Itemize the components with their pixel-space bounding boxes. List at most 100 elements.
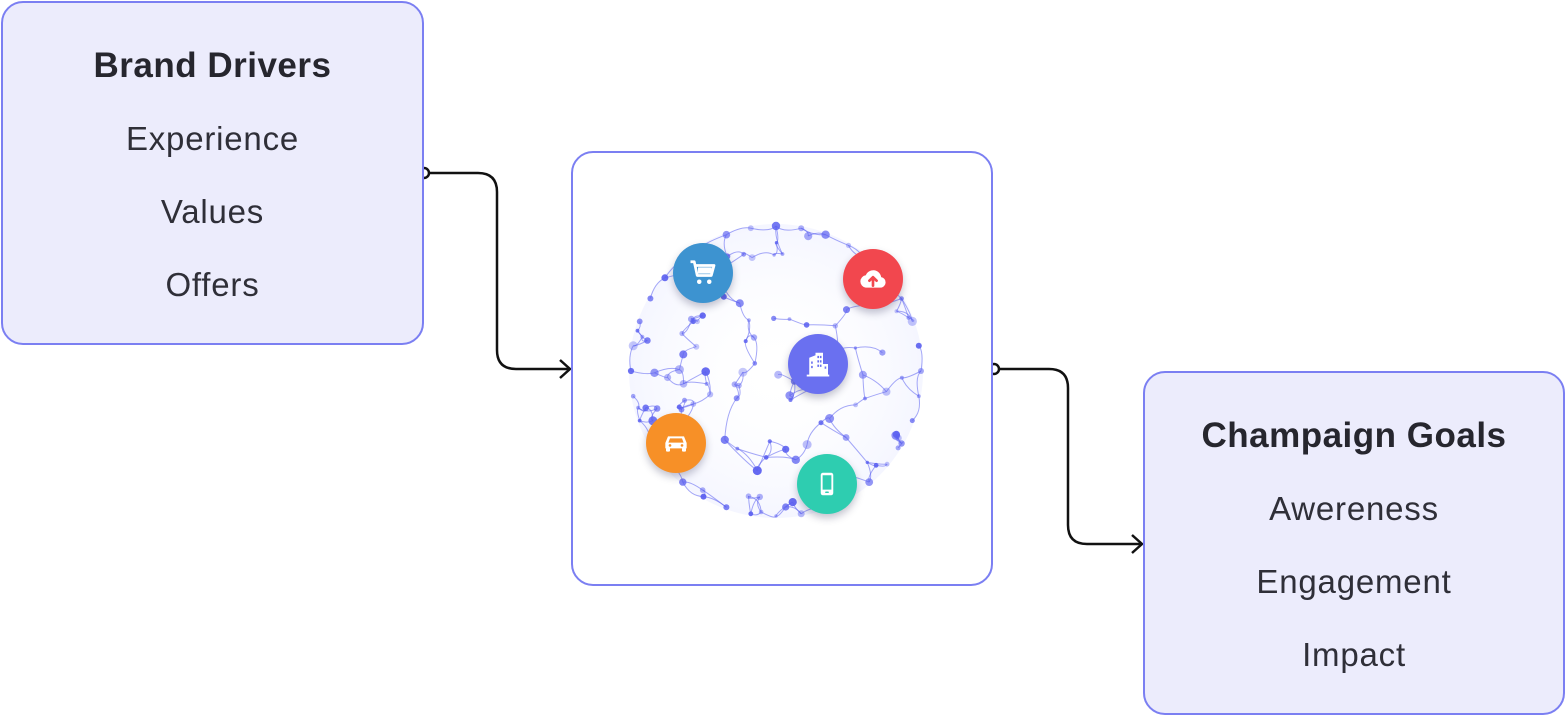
- network-node: [782, 445, 790, 453]
- arrowhead-center: [559, 359, 572, 379]
- network-node: [802, 440, 812, 450]
- network-node: [803, 322, 810, 328]
- network-node: [699, 312, 706, 319]
- network-node: [758, 509, 764, 515]
- network-node: [644, 337, 651, 344]
- network-node: [774, 370, 783, 379]
- brand-driver-item: Values: [160, 193, 265, 230]
- network-node: [707, 391, 714, 398]
- network-node: [627, 367, 635, 375]
- network-node: [636, 405, 641, 410]
- brand-drivers-box: Brand Drivers Experience Values Offers: [1, 1, 424, 345]
- network-node: [647, 295, 654, 302]
- network-link: [681, 333, 697, 348]
- network-node: [787, 317, 792, 321]
- network-node: [738, 367, 748, 377]
- network-node: [720, 435, 729, 444]
- network-node: [798, 225, 805, 232]
- network-node: [731, 381, 738, 388]
- network-node: [916, 394, 921, 399]
- network-link: [867, 461, 888, 465]
- network-node: [653, 405, 661, 412]
- network-node: [804, 232, 813, 241]
- campaign-goals-box: Champaign Goals Awereness Engagement Imp…: [1143, 371, 1565, 715]
- network-node: [882, 387, 891, 396]
- network-link: [806, 422, 822, 445]
- network-link: [760, 511, 777, 518]
- network-link: [667, 377, 684, 386]
- network-link: [679, 369, 685, 384]
- network-node: [895, 445, 901, 451]
- car-icon: [646, 413, 706, 473]
- network-node: [661, 274, 669, 282]
- network-node: [747, 225, 754, 232]
- network-node: [637, 418, 642, 423]
- network-node: [748, 511, 754, 517]
- connector-left-to-center: [424, 171, 569, 371]
- network-node: [906, 315, 911, 320]
- network-link: [683, 381, 707, 385]
- shopping-cart-icon: [673, 243, 733, 303]
- network-node: [853, 402, 858, 408]
- network-node: [752, 361, 758, 366]
- network-node: [679, 380, 688, 388]
- network-node: [693, 343, 700, 350]
- campaign-goals-title: Champaign Goals: [1201, 416, 1507, 455]
- network-node: [678, 406, 685, 413]
- network-node: [630, 393, 636, 399]
- network-node: [788, 498, 797, 507]
- network-link: [633, 336, 643, 347]
- network-node: [763, 455, 769, 460]
- campaign-goal-item: Impact: [1302, 636, 1406, 673]
- network-node: [771, 315, 777, 321]
- network-globe-box: [571, 151, 993, 586]
- network-node: [797, 510, 805, 518]
- network-node: [791, 455, 800, 464]
- network-node: [915, 342, 922, 349]
- network-node: [825, 414, 835, 423]
- network-node: [873, 462, 879, 468]
- network-node: [690, 401, 697, 407]
- network-node: [642, 404, 649, 412]
- network-node: [842, 434, 850, 441]
- network-node: [771, 221, 781, 231]
- network-node: [748, 254, 756, 261]
- network-node: [884, 461, 890, 467]
- network-node: [694, 318, 700, 325]
- network-link: [751, 252, 775, 259]
- network-link: [773, 242, 778, 256]
- network-node: [628, 341, 638, 351]
- network-node: [701, 367, 710, 376]
- network-node: [679, 330, 685, 337]
- arrowhead-right: [1131, 534, 1144, 554]
- network-node: [843, 306, 850, 314]
- network-node: [650, 368, 659, 377]
- network-node: [899, 375, 904, 380]
- network-node: [700, 493, 707, 500]
- network-node: [640, 334, 645, 339]
- campaign-goal-item: Engagement: [1256, 563, 1452, 600]
- network-node: [853, 346, 857, 350]
- network-node: [767, 439, 772, 444]
- network-node: [679, 478, 687, 486]
- network-node: [735, 299, 744, 308]
- brand-driver-item: Experience: [125, 120, 300, 157]
- network-node: [832, 323, 838, 329]
- network-node: [745, 493, 752, 500]
- network-node: [750, 334, 758, 341]
- network-node: [735, 446, 740, 451]
- network-node: [858, 370, 867, 379]
- network-node: [774, 241, 779, 245]
- network-node: [772, 253, 776, 257]
- network-link: [693, 394, 711, 405]
- network-node: [845, 242, 852, 248]
- campaign-goal-item: Awereness: [1269, 490, 1439, 527]
- network-link: [864, 391, 887, 399]
- network-node: [865, 478, 874, 486]
- network-node: [743, 339, 748, 344]
- network-node: [899, 296, 904, 301]
- network-node: [723, 504, 730, 511]
- smartphone-icon: [797, 454, 857, 514]
- network-node: [636, 318, 643, 325]
- network-node: [722, 230, 731, 239]
